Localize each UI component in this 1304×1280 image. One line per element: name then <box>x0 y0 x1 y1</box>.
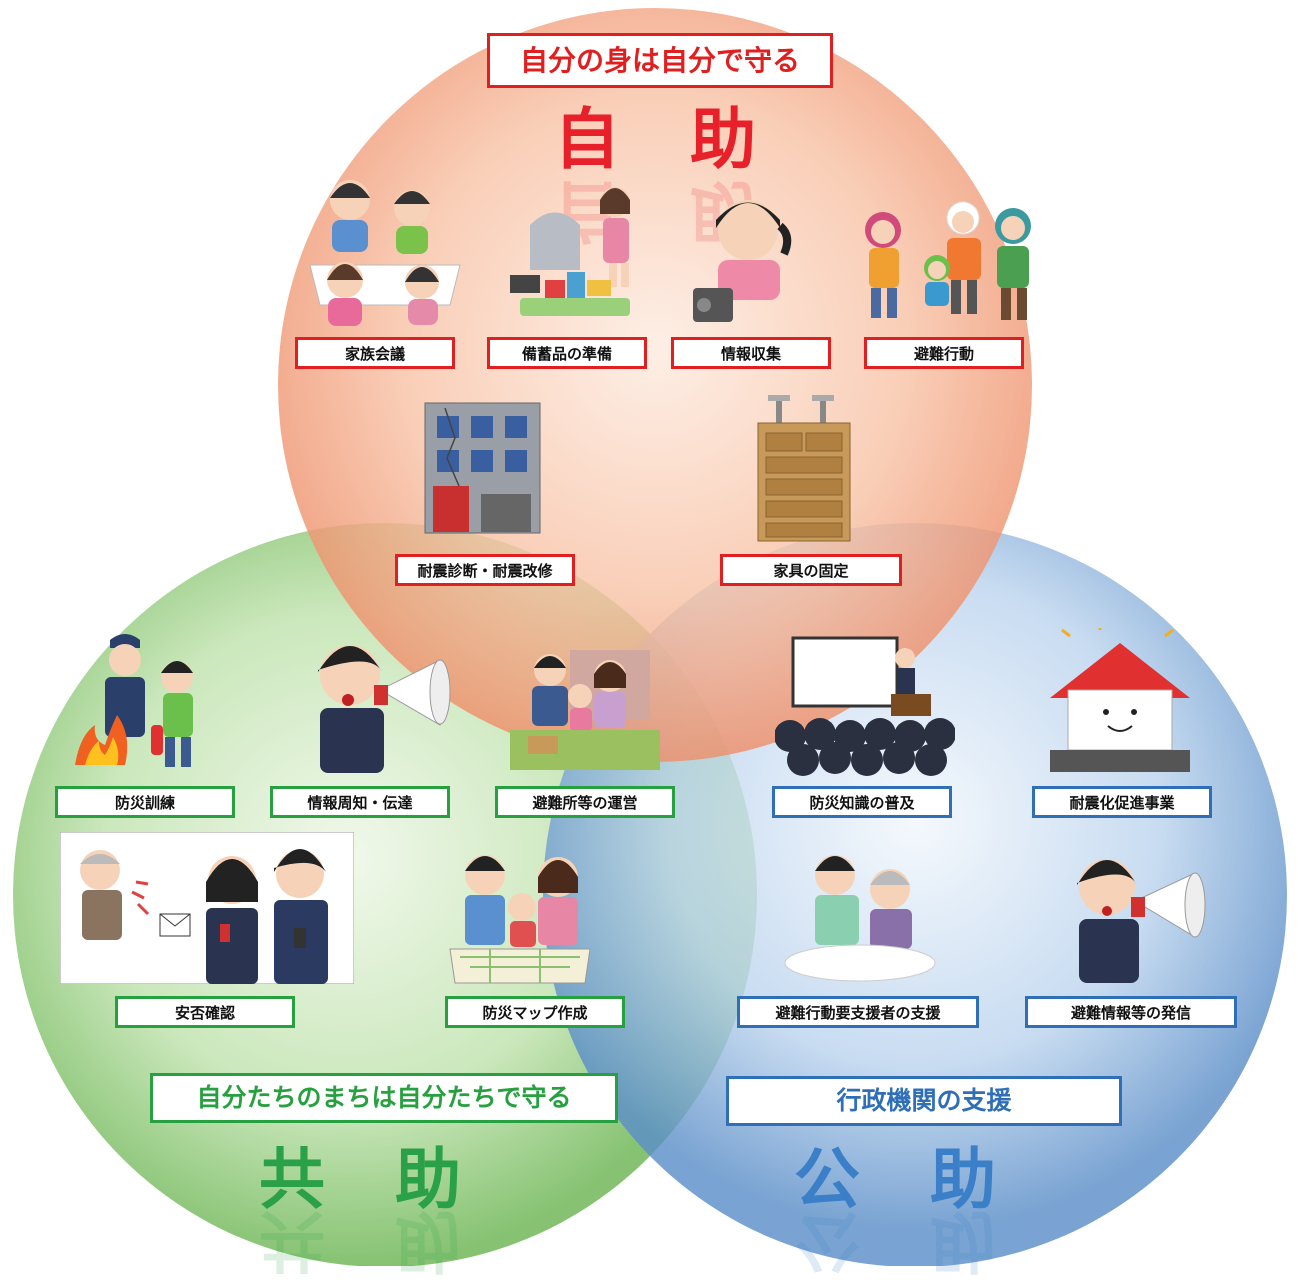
item-hazard-map: 防災マップ作成 <box>445 996 625 1028</box>
family-meeting-illustration <box>309 180 461 326</box>
vulnerable-support-illustration <box>784 855 936 982</box>
item-safety-confirmation: 安否確認 <box>115 996 295 1028</box>
kyojo-title: 共助 <box>259 1141 531 1218</box>
jijo-slogan: 自分の身は自分で守る <box>487 33 833 88</box>
kyojo-title-reflection: 共助 <box>259 1202 531 1279</box>
seismic-house-illustration <box>1050 628 1190 772</box>
item-vulnerable-support: 避難行動要支援者の支援 <box>737 996 979 1028</box>
kyojo-slogan: 自分たちのまちは自分たちで守る <box>150 1073 618 1123</box>
item-evacuation-info: 避難情報等の発信 <box>1025 996 1237 1028</box>
item-furniture-fixing: 家具の固定 <box>720 554 902 586</box>
kojo-title: 公助 <box>794 1141 1066 1218</box>
information-gathering-illustration <box>693 200 792 322</box>
evacuation-info-megaphone-illustration <box>1077 859 1206 983</box>
item-seismic-promotion: 耐震化促進事業 <box>1032 786 1212 818</box>
item-info-gathering: 情報収集 <box>671 337 831 369</box>
lecture-illustration <box>775 636 955 776</box>
kojo-slogan: 行政機関の支援 <box>726 1076 1122 1126</box>
item-evacuation: 避難行動 <box>864 337 1024 369</box>
jijo-title: 自助 <box>554 101 826 178</box>
emergency-supplies-illustration <box>510 187 630 316</box>
disaster-drill-illustration <box>75 634 193 767</box>
kojo-title-reflection: 公助 <box>794 1202 1066 1279</box>
shelter-operation-illustration <box>510 650 660 770</box>
megaphone-person-illustration <box>318 645 451 773</box>
item-shelter-operation: 避難所等の運営 <box>495 786 675 818</box>
furniture-fixing-illustration <box>757 395 851 542</box>
item-disaster-drill: 防災訓練 <box>55 786 235 818</box>
evacuation-illustration <box>865 201 1031 320</box>
safety-confirmation-illustration <box>60 832 354 984</box>
item-info-dissemination: 情報周知・伝達 <box>270 786 450 818</box>
damaged-building-illustration <box>424 402 541 534</box>
item-seismic-diagnosis: 耐震診断・耐震改修 <box>395 554 575 586</box>
item-disaster-knowledge: 防災知識の普及 <box>772 786 952 818</box>
item-stockpile: 備蓄品の準備 <box>487 337 647 369</box>
hazard-map-illustration <box>449 855 591 984</box>
item-family-meeting: 家族会議 <box>295 337 455 369</box>
